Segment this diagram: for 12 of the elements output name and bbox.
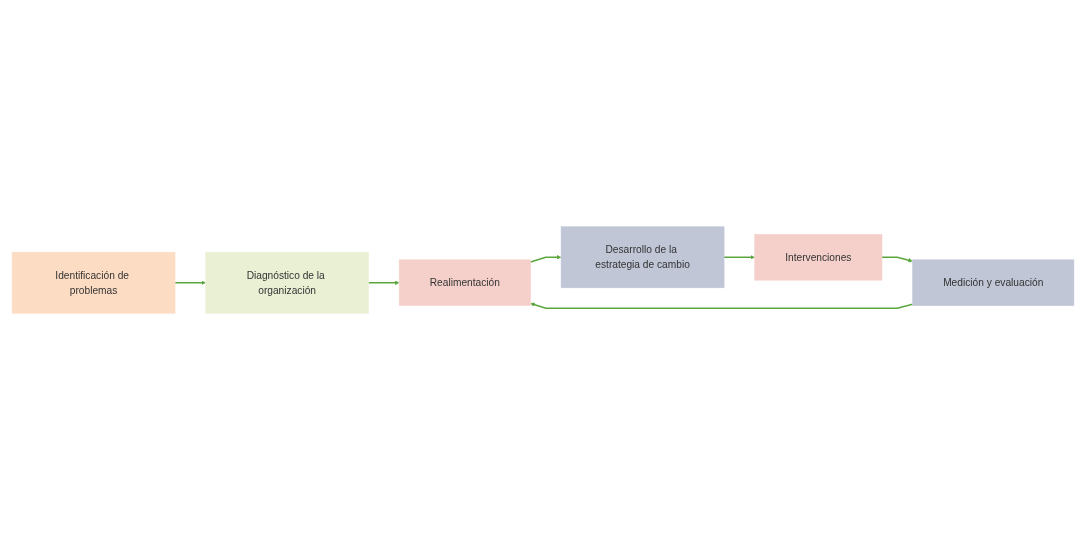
arrow xyxy=(529,254,562,263)
arrow xyxy=(723,254,755,259)
arrow xyxy=(881,256,913,262)
node-box: Medición y evaluación xyxy=(912,259,1075,306)
node-box: Realimentación xyxy=(398,259,531,306)
node-box: Desarrollo de la estrategia de cambio xyxy=(560,225,725,288)
arrow xyxy=(367,280,400,285)
arrow xyxy=(530,301,914,309)
arrow xyxy=(174,280,206,285)
node-box: Intervenciones xyxy=(754,233,883,280)
node-box: Diagnóstico de la organización xyxy=(205,251,369,314)
node-box: Identificación de problemas xyxy=(11,251,176,314)
